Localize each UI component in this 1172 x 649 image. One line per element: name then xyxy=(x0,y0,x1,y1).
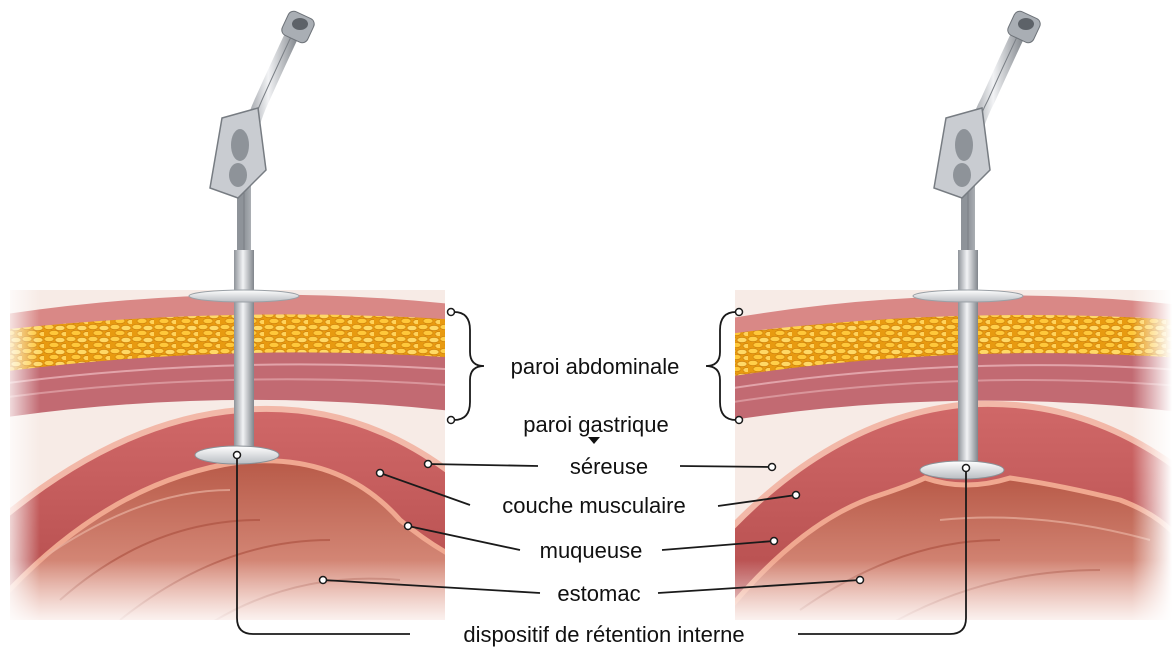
left-external-bolster xyxy=(189,290,299,302)
right-internal-retention-device xyxy=(920,461,1004,479)
right-external-bolster xyxy=(913,290,1023,302)
label-muscular-layer: couche musculaire xyxy=(502,493,685,518)
left-abdominal-wall-bracket xyxy=(454,312,484,420)
serosa-leader-right xyxy=(680,466,772,467)
right-anatomy-panel xyxy=(720,280,1172,640)
label-abdominal-wall: paroi abdominale xyxy=(511,354,680,379)
label-mucosa: muqueuse xyxy=(540,538,643,563)
label-internal-retention-device: dispositif de rétention interne xyxy=(463,622,744,647)
right-abdominal-wall-bracket xyxy=(706,312,736,420)
label-gastric-wall: paroi gastrique xyxy=(523,412,669,437)
gastric-wall-marker-icon xyxy=(588,437,600,444)
label-stomach: estomac xyxy=(557,581,640,606)
label-serosa: séreuse xyxy=(570,454,648,479)
